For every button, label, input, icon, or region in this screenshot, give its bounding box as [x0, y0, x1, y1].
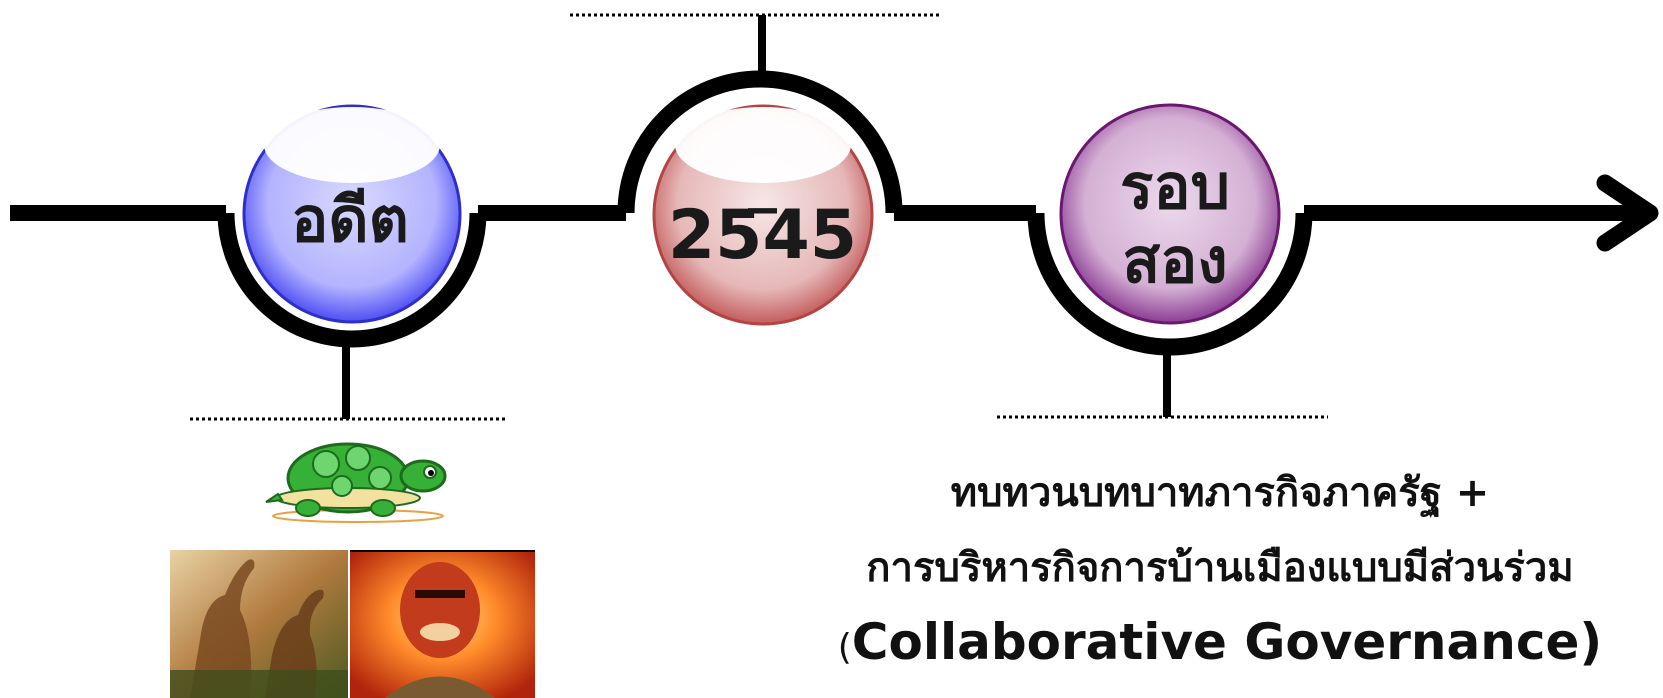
node-past-text: อดีต: [291, 183, 409, 256]
node-second-round: [997, 103, 1328, 419]
node-2545-stem: [758, 15, 766, 81]
node-second-round-ball: [1059, 103, 1281, 325]
caption-line-1: ทบทวนบทบาทภารกิจภาครัฐ +: [950, 470, 1490, 516]
arrow-head-icon: [1596, 174, 1659, 252]
timeline-line: [10, 174, 1659, 252]
node-past-label: อดีต: [245, 185, 455, 255]
turtle-icon: [265, 442, 447, 523]
node-2545-label: _ 2545: [655, 146, 870, 275]
node-past-stem: [342, 338, 350, 419]
dinosaurs-photo: [170, 550, 348, 698]
caption-english: Collaborative Governance): [851, 613, 1603, 671]
node-2545-dash: _: [748, 146, 777, 214]
node-past: [190, 104, 505, 421]
node-second-round-label: รอบ สอง: [1060, 150, 1290, 298]
node-second-round-line1: รอบ: [1120, 150, 1230, 223]
man-in-fire-photo: [350, 550, 535, 698]
node-2545-text: 2545: [667, 196, 858, 275]
caption-open-paren: (: [837, 627, 852, 668]
caption-line-3: (Collaborative Governance): [780, 612, 1660, 678]
node-second-round-line2: สอง: [1122, 224, 1228, 297]
node-2545: [570, 13, 940, 326]
caption-line-2: การบริหารกิจการบ้านเมืองแบบมีส่วนร่วม: [866, 545, 1574, 591]
node-second-round-stem: [1163, 349, 1171, 417]
